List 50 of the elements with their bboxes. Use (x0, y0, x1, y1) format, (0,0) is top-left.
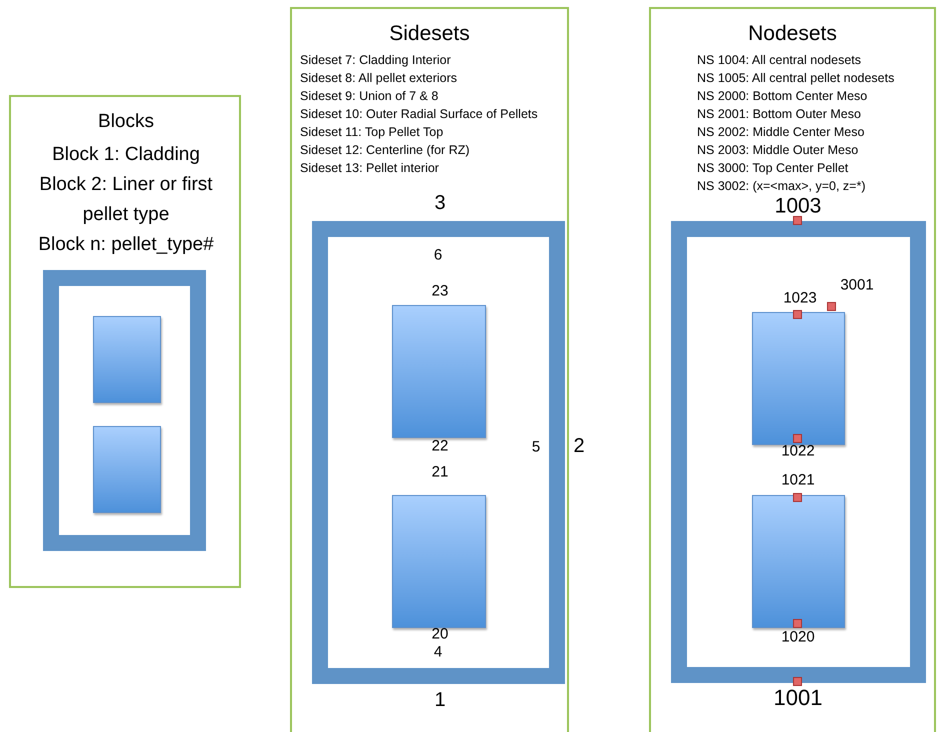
cladding-outline (312, 221, 565, 684)
panel-title: Sidesets (389, 21, 470, 47)
pellet-block (392, 305, 486, 438)
set-description: NS 3000: Top Center Pellet (697, 160, 850, 177)
id-number: 22 (432, 438, 448, 454)
id-number: 1021 (781, 472, 815, 488)
id-number: 23 (432, 284, 448, 298)
id-number: 1001 (774, 687, 822, 709)
id-number: 21 (432, 464, 448, 480)
id-number: 3 (434, 193, 446, 213)
id-number: 1023 (783, 290, 817, 306)
id-number: 20 (432, 626, 448, 642)
id-number: 1003 (774, 196, 822, 216)
cladding-outline (43, 270, 206, 551)
pellet-block (392, 495, 486, 628)
id-number: 1022 (781, 444, 815, 458)
set-description: Sideset 11: Top Pellet Top (300, 124, 444, 141)
panel (9, 95, 241, 588)
cladding-outline (671, 221, 926, 683)
set-description: NS 2002: Middle Center Meso (697, 124, 866, 141)
set-description: Sideset 12: Centerline (for RZ) (300, 142, 471, 159)
id-number: 2 (573, 436, 585, 456)
block-description: Block n: pellet_type# (38, 233, 214, 257)
set-description: NS 1004: All central nodesets (697, 52, 862, 69)
set-description: Sideset 10: Outer Radial Surface of Pellets (300, 106, 538, 123)
block-description: Block 2: Liner or first pellet type (38, 173, 214, 227)
block-description: Block 1: Cladding (52, 143, 200, 167)
pellet-block (752, 312, 845, 445)
set-description: NS 2003: Middle Outer Meso (697, 142, 860, 159)
id-number: 1020 (781, 630, 815, 644)
id-number: 4 (434, 644, 442, 660)
set-description: NS 1005: All central pellet nodesets (697, 70, 894, 87)
pellet-block (93, 426, 161, 513)
id-number: 6 (434, 248, 442, 262)
id-number: 5 (532, 440, 540, 454)
set-description: Sideset 7: Cladding Interior (300, 52, 452, 69)
set-description: Sideset 8: All pellet exteriors (300, 70, 458, 87)
set-description: NS 3002: (x=<max>, y=0, z=*) (697, 178, 866, 195)
pellet-block (752, 495, 845, 628)
panel-title: Nodesets (748, 21, 837, 47)
id-number: 3001 (840, 278, 874, 292)
panel (649, 7, 936, 732)
id-number: 1 (434, 690, 446, 710)
panel-title: Blocks (98, 110, 154, 134)
set-description: NS 2000: Bottom Center Meso (697, 88, 868, 105)
set-description: Sideset 9: Union of 7 & 8 (300, 88, 440, 105)
set-description: Sideset 13: Pellet interior (300, 160, 440, 177)
panel (290, 7, 569, 732)
set-description: NS 2001: Bottom Outer Meso (697, 106, 862, 123)
pellet-block (93, 316, 161, 403)
